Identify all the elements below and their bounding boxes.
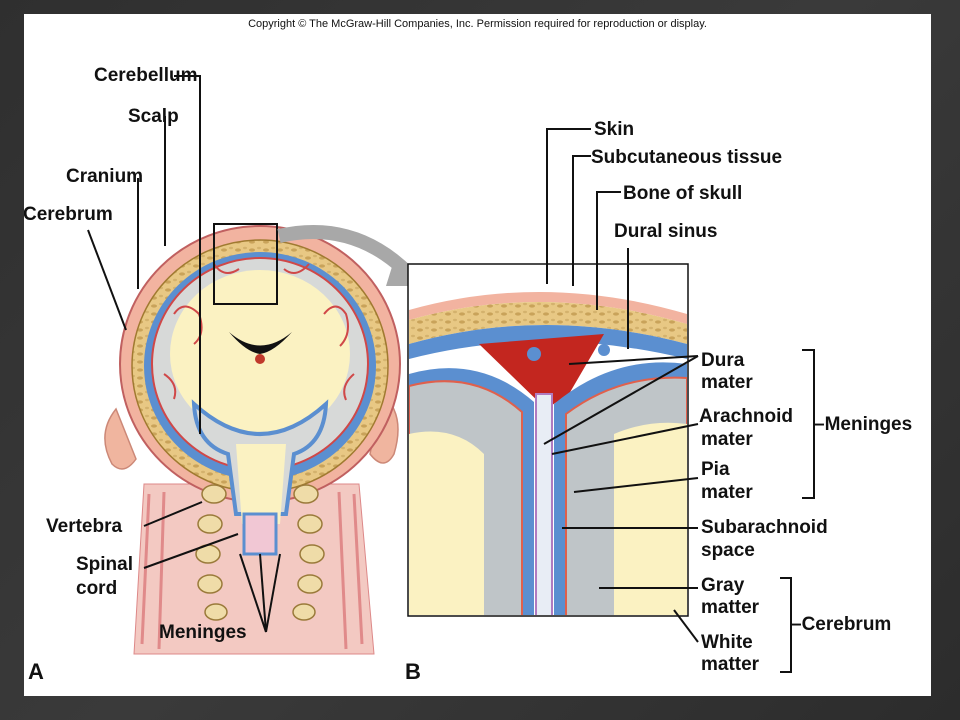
label-meninges-a: Meninges: [159, 622, 247, 643]
label-cerebrum-a: Cerebrum: [24, 204, 113, 225]
meninges-diagram: Cerebellum Scalp Cranium Cerebrum Verteb…: [24, 65, 912, 684]
label-white-matter-2: matter: [701, 654, 760, 675]
label-dura-mater-2: mater: [701, 372, 753, 393]
label-bone-of-skull: Bone of skull: [623, 183, 742, 204]
label-white-matter-1: White: [701, 632, 753, 653]
label-cerebellum: Cerebellum: [94, 65, 197, 86]
label-subarachnoid-space-1: Subarachnoid: [701, 517, 828, 538]
label-arachnoid-mater-1: Arachnoid: [699, 406, 793, 427]
copyright-notice: Copyright © The McGraw-Hill Companies, I…: [248, 18, 707, 30]
label-gray-matter-1: Gray: [701, 575, 745, 596]
label-vertebra: Vertebra: [46, 516, 122, 537]
label-pia-mater-2: mater: [701, 482, 753, 503]
label-cranium: Cranium: [66, 166, 143, 187]
section-detail: [407, 263, 689, 617]
label-spinal-cord-1: Spinal: [76, 554, 133, 575]
label-pia-mater-1: Pia: [701, 459, 730, 480]
label-subarachnoid-space-2: space: [701, 540, 755, 561]
label-dura-mater-1: Dura: [701, 350, 745, 371]
slide: Copyright © The McGraw-Hill Companies, I…: [24, 14, 931, 696]
panel-a-letter: A: [28, 659, 44, 684]
zoom-box: [213, 223, 278, 305]
label-subcutaneous-tissue: Subcutaneous tissue: [591, 147, 782, 168]
label-gray-matter-2: matter: [701, 597, 760, 618]
panel-a-leaders: [87, 75, 281, 633]
label-arachnoid-mater-2: mater: [701, 429, 753, 450]
label-meninges-b: –Meninges: [814, 414, 912, 435]
panel-b-letter: B: [405, 659, 421, 684]
label-scalp: Scalp: [128, 106, 179, 127]
label-cerebrum-b: –Cerebrum: [791, 614, 891, 635]
panel-b-leaders: [543, 128, 815, 673]
label-spinal-cord-2: cord: [76, 578, 117, 599]
label-skin: Skin: [594, 119, 634, 140]
label-dural-sinus: Dural sinus: [614, 221, 717, 242]
